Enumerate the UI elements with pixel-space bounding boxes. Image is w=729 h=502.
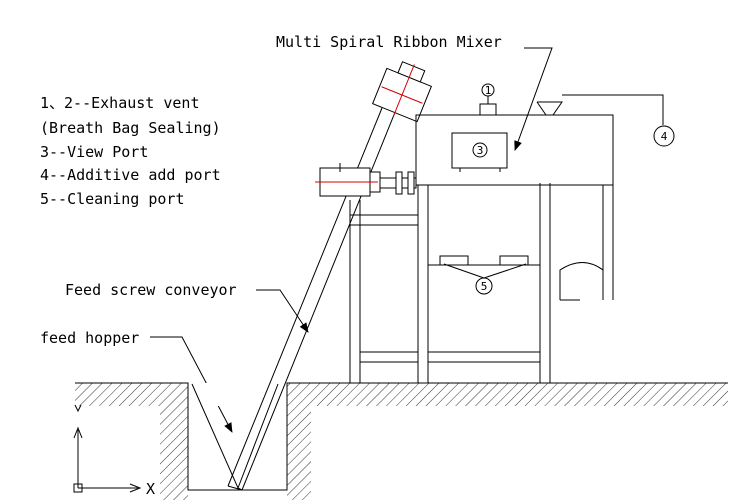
svg-text:3: 3 (477, 144, 484, 157)
leader-lines (150, 47, 553, 433)
svg-text:1: 1 (485, 84, 492, 97)
ground (75, 382, 728, 500)
marker-1: 1 (481, 83, 495, 97)
svg-text:4: 4 (661, 130, 668, 143)
marker-5: 5 (475, 277, 493, 295)
coordinate-axes-icon (73, 404, 142, 493)
svg-text:5: 5 (481, 280, 488, 293)
marker-4: 4 (653, 125, 675, 147)
legend-line-5: 5--Cleaning port (40, 190, 185, 208)
legend-line-4: 4--Additive add port (40, 166, 221, 184)
legend-line-2: (Breath Bag Sealing) (40, 119, 221, 137)
cleaning-port-leaders (443, 263, 527, 279)
axis-x-label: X (146, 480, 155, 498)
conveyor-motor (371, 61, 433, 123)
conveyor-label: Feed screw conveyor (65, 281, 237, 299)
exhaust-vent (479, 96, 497, 116)
legend-line-1: 1、2--Exhaust vent (40, 94, 200, 112)
additive-port (536, 94, 664, 125)
mixer-body (349, 114, 614, 383)
view-port (451, 132, 508, 172)
mixer-motor (315, 163, 417, 197)
mixer-title: Multi Spiral Ribbon Mixer (276, 33, 502, 51)
legend-line-3: 3--View Port (40, 143, 148, 161)
marker-3: 3 (472, 142, 488, 158)
feed-screw-conveyor (227, 99, 401, 491)
hopper-label: feed hopper (40, 329, 139, 347)
